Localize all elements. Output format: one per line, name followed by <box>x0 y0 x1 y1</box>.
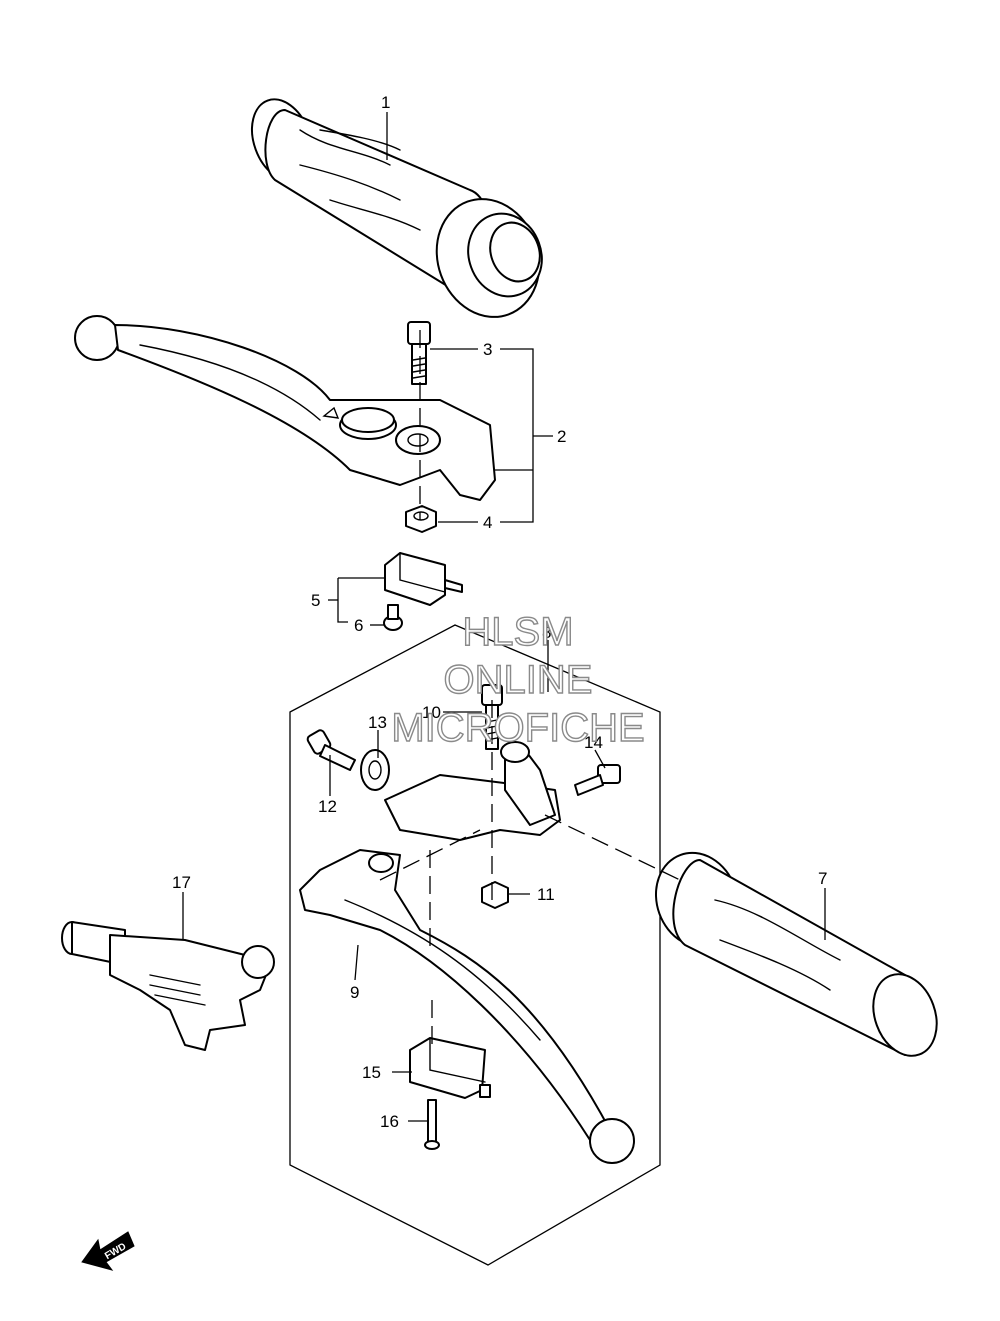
pivot-bolt-part-3[interactable] <box>407 321 431 385</box>
watermark-line-1: HLSM <box>462 610 573 654</box>
fwd-arrow-icon: FWD <box>81 1231 135 1271</box>
clutch-switch-part-15[interactable] <box>409 1037 491 1099</box>
left-grip-part-7[interactable] <box>643 841 948 1065</box>
watermark-line-3: MICROFICHE <box>391 706 644 750</box>
callout-11: 11 <box>537 885 555 904</box>
callout-2: 2 <box>557 427 566 446</box>
callout-14: 14 <box>584 733 603 752</box>
callout-9: 9 <box>350 983 359 1002</box>
callout-6: 6 <box>354 616 363 635</box>
callout-13: 13 <box>368 713 387 732</box>
nut-part-4[interactable] <box>405 505 437 533</box>
callout-12: 12 <box>318 797 337 816</box>
callout-3: 3 <box>483 340 492 359</box>
clutch-lever-part-9[interactable] <box>299 849 635 1164</box>
screw-part-14[interactable] <box>574 764 621 796</box>
fwd-label: FWD <box>103 1241 128 1262</box>
clutch-lever-holder[interactable] <box>384 741 561 841</box>
callout-10: 10 <box>422 703 441 722</box>
screw-part-6[interactable] <box>383 604 403 631</box>
callout-8: 8 <box>542 623 551 642</box>
callout-1: 1 <box>381 93 390 112</box>
screw-part-16[interactable] <box>424 1099 440 1150</box>
brake-switch-part-5[interactable] <box>384 552 463 606</box>
assembly-boundary-part-8 <box>289 624 661 1266</box>
watermark-line-2: ONLINE <box>444 658 593 702</box>
callout-17: 17 <box>172 873 191 892</box>
lever-holder-part-17[interactable] <box>61 921 275 1051</box>
assembly-axis-line <box>379 829 481 881</box>
throttle-grip-part-1[interactable] <box>241 91 555 332</box>
callout-16: 16 <box>380 1112 399 1131</box>
adjuster-part-12[interactable] <box>306 729 356 771</box>
locknut-part-13[interactable] <box>360 749 390 791</box>
callout-5: 5 <box>311 591 320 610</box>
callout-7: 7 <box>818 869 827 888</box>
callout-15: 15 <box>362 1063 381 1082</box>
callout-4: 4 <box>483 513 492 532</box>
brake-lever-part-2[interactable] <box>74 315 496 501</box>
leader-lines <box>182 112 826 1122</box>
nut-part-11[interactable] <box>481 881 509 909</box>
